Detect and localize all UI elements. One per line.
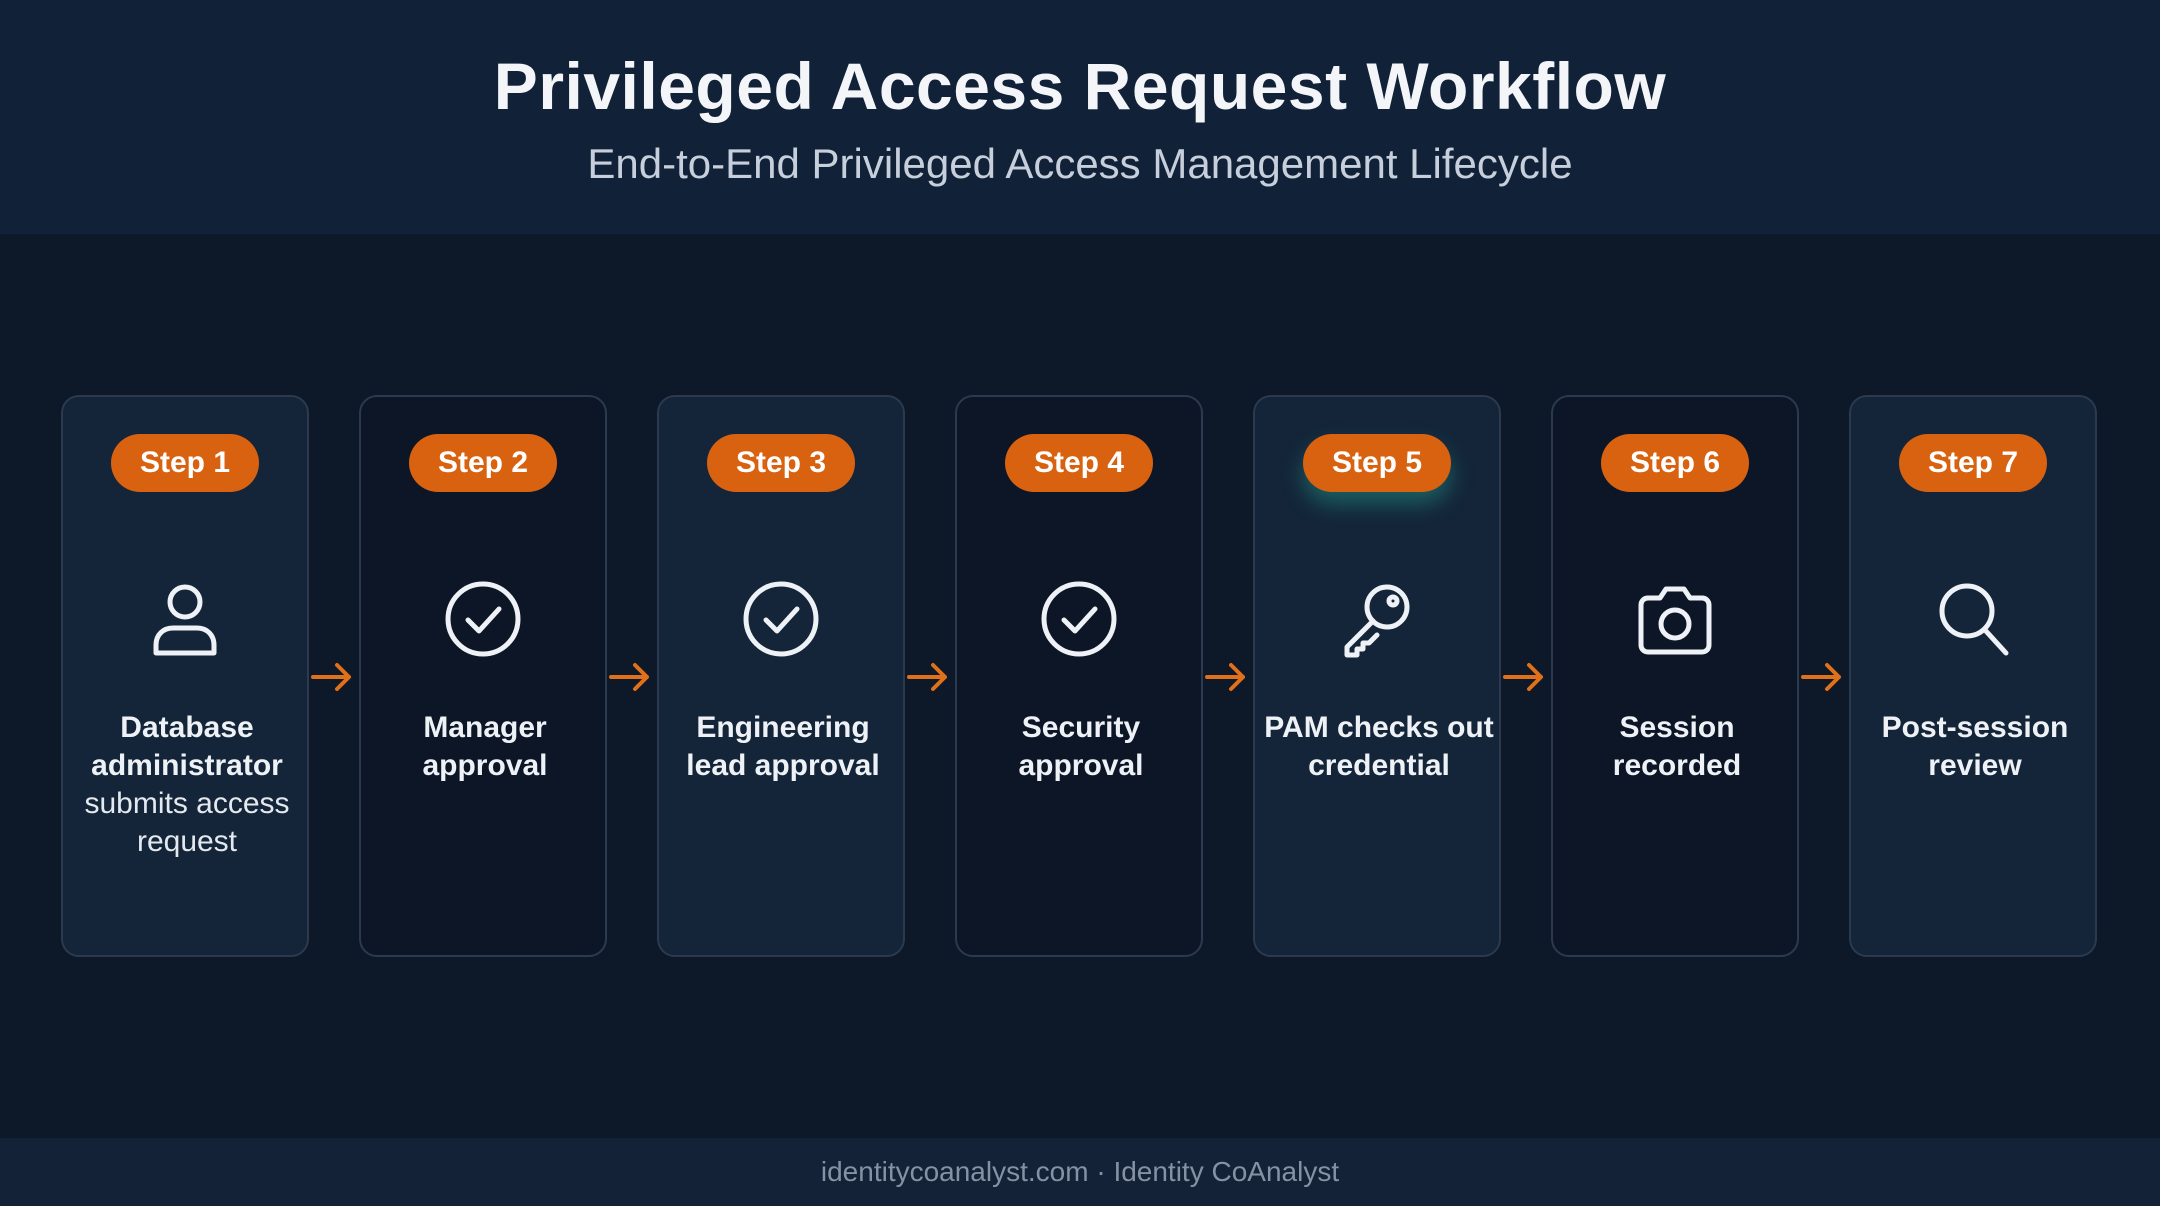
check-circle-icon — [739, 577, 823, 661]
key-icon — [1335, 577, 1419, 661]
step-label-bold: Post-session review — [1881, 711, 2069, 782]
step-label-bold: Security approval — [1018, 711, 1144, 782]
footer: identitycoanalyst.com · Identity CoAnaly… — [0, 1138, 2160, 1206]
step-label: Engineering lead approval — [667, 709, 899, 785]
step-label: Database administrator submits access re… — [71, 709, 303, 861]
step-badge: Step 6 — [1601, 434, 1749, 492]
step-card-1: Step 1 Database administrator submits ac… — [61, 395, 309, 957]
step-label: PAM checks out credential — [1263, 709, 1495, 785]
step-label-bold: Manager approval — [422, 711, 548, 782]
arrow-right-icon — [1799, 660, 1845, 694]
step-label-bold: PAM checks out credential — [1264, 711, 1494, 782]
step-card-7: Step 7 Post-session review — [1849, 395, 2097, 957]
step-label-bold: Engineering lead approval — [686, 711, 880, 782]
arrow-right-icon — [1501, 660, 1547, 694]
check-circle-icon — [1037, 577, 1121, 661]
page-subtitle: End-to-End Privileged Access Management … — [587, 140, 1573, 187]
arrow-right-icon — [1203, 660, 1249, 694]
arrow-right-icon — [607, 660, 653, 694]
header: Privileged Access Request Workflow End-t… — [0, 0, 2160, 234]
search-icon — [1931, 577, 2015, 661]
check-circle-icon — [441, 577, 525, 661]
step-badge: Step 1 — [111, 434, 259, 492]
footer-text: identitycoanalyst.com · Identity CoAnaly… — [820, 1156, 1340, 1187]
arrow-right-icon — [905, 660, 951, 694]
arrow-right-icon — [309, 660, 355, 694]
page-title: Privileged Access Request Workflow — [493, 49, 1667, 123]
step-badge: Step 5 — [1303, 434, 1451, 492]
step-label-bold: Database administrator — [91, 711, 283, 782]
step-label: Manager approval — [369, 709, 601, 785]
step-badge: Step 7 — [1899, 434, 2047, 492]
step-card-3: Step 3 Engineering lead approval — [657, 395, 905, 957]
step-label: Security approval — [965, 709, 1197, 785]
step-card-6: Step 6 Session recorded — [1551, 395, 1799, 957]
step-badge: Step 2 — [409, 434, 557, 492]
user-icon — [143, 577, 227, 661]
step-badge: Step 3 — [707, 434, 855, 492]
step-badge: Step 4 — [1005, 434, 1153, 492]
step-label: Session recorded — [1561, 709, 1793, 785]
step-card-4: Step 4 Security approval — [955, 395, 1203, 957]
step-label-normal: submits access request — [84, 787, 290, 858]
step-label-bold: Session recorded — [1612, 711, 1742, 782]
step-label: Post-session review — [1859, 709, 2091, 785]
step-card-5: Step 5 PAM checks out credential — [1253, 395, 1501, 957]
camera-icon — [1633, 577, 1717, 661]
step-card-2: Step 2 Manager approval — [359, 395, 607, 957]
